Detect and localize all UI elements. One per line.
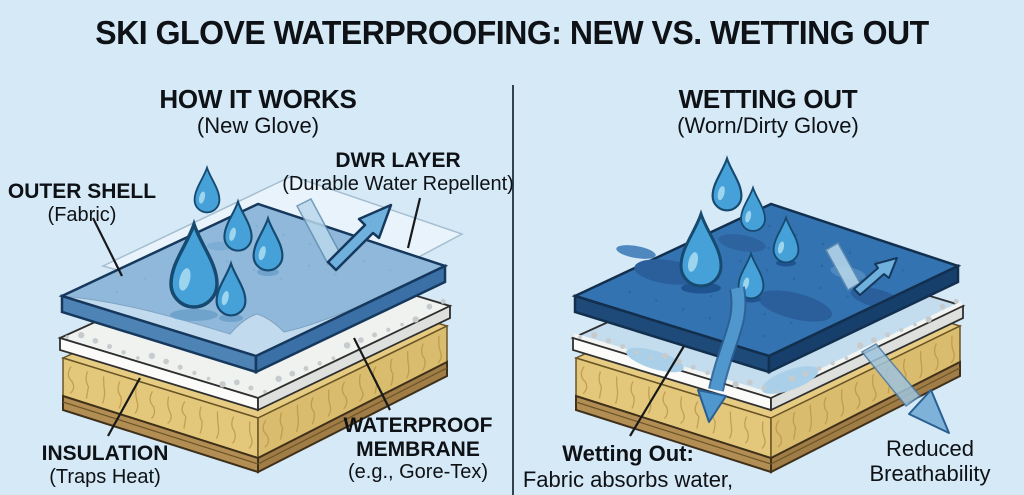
label-insulation: INSULATION (Traps Heat) (41, 442, 169, 488)
label-reduced-breathability: Reduced Breathability (869, 436, 991, 487)
right-panel-subheading: (Worn/Dirty Glove) (677, 113, 859, 138)
left-panel-heading: HOW IT WORKS (159, 84, 357, 114)
right-panel-heading: WETTING OUT (678, 84, 858, 114)
label-outer-shell: OUTER SHELL (Fabric) (7, 180, 157, 226)
penetration-arrow-icon (697, 286, 747, 423)
leader-lines-left (92, 197, 422, 437)
page-title: SKI GLOVE WATERPROOFING: NEW VS. WETTING… (95, 14, 929, 51)
left-panel-subheading: (New Glove) (196, 113, 320, 138)
breathability-arrow-icon (860, 343, 950, 434)
diagram-new-glove (57, 166, 464, 474)
diagram-wet-glove (570, 157, 966, 474)
bounce-arrow-icon-weak (824, 241, 898, 296)
outer-shell-layer-wet (571, 202, 962, 374)
label-waterproof-membrane: WATERPROOF MEMBRANE (e.g., Gore-Tex) (343, 414, 493, 484)
label-wetting-out: Wetting Out: Fabric absorbs water, (522, 441, 734, 492)
label-dwr-layer: DWR LAYER (Durable Water Repellent) (282, 149, 514, 195)
base-fabric-layer (62, 360, 448, 474)
panel-divider (512, 85, 514, 495)
bounce-arrow-icon (295, 198, 393, 272)
leader-lines-right (629, 345, 685, 437)
